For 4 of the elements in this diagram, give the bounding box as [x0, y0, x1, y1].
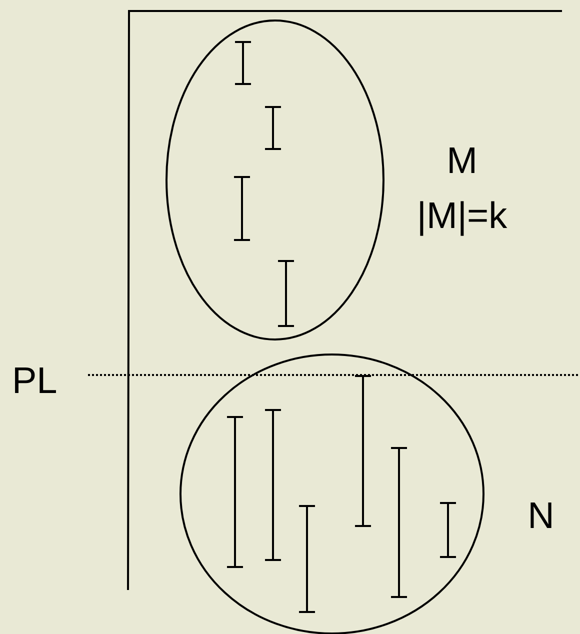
set-label: |M|=k — [416, 197, 508, 234]
line-label: PL — [12, 362, 58, 399]
set-label: N — [528, 497, 554, 534]
set-label: M — [446, 142, 478, 179]
